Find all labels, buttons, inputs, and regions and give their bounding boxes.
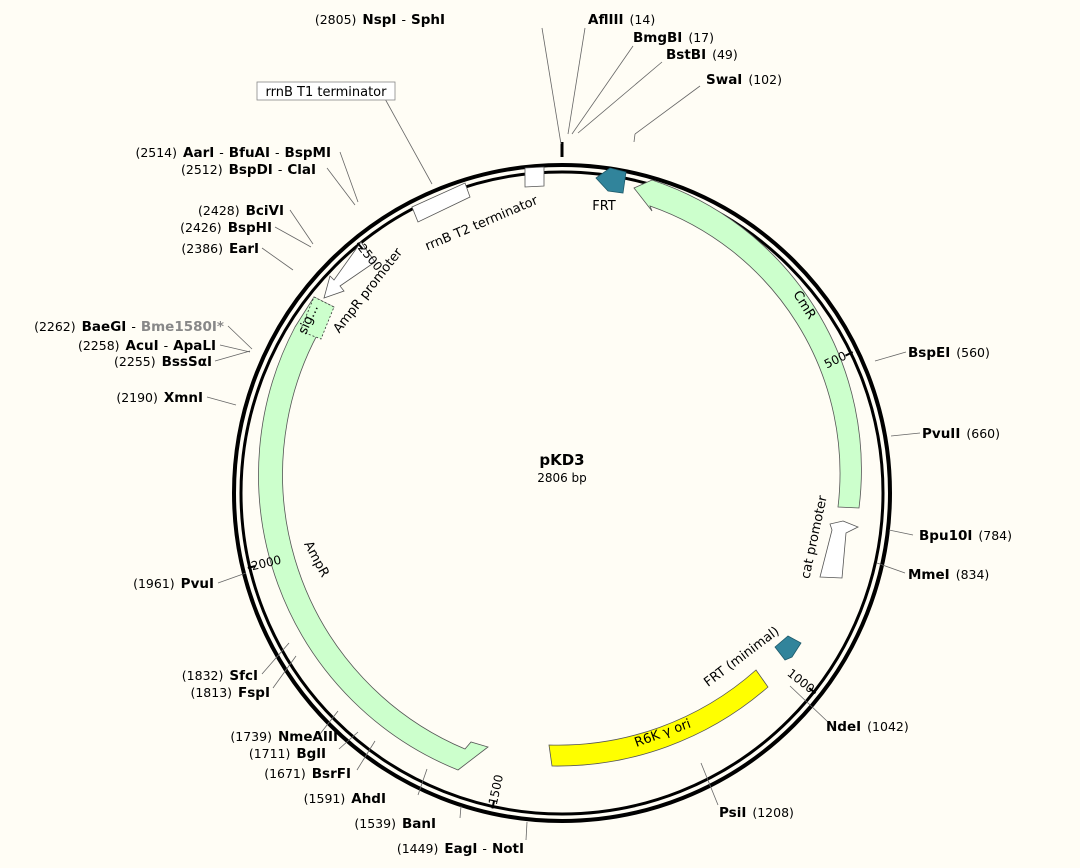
site-label-eari[interactable]: (2386)EarI <box>181 241 259 257</box>
site-label-eagi-noti[interactable]: (1449)EagI-NotI <box>397 841 524 857</box>
frt-minimal-feature <box>774 635 802 661</box>
tick-mark-500 <box>845 351 854 357</box>
site-label-sfci[interactable]: (1832)SfcI <box>182 668 258 684</box>
site-label-nspi-sphi[interactable]: (2805)NspI-SphI <box>315 12 445 28</box>
site-label-bani[interactable]: (1539)BanI <box>354 816 436 832</box>
frt-feature <box>595 167 627 194</box>
site-label-bgli[interactable]: (1711)BglI <box>249 746 326 762</box>
site-label-baegi-bme1580i[interactable]: (2262)BaeGI-Bme1580I* <box>34 319 224 335</box>
r6k-ori-feature[interactable] <box>548 669 769 767</box>
site-label-fspi[interactable]: (1813)FspI <box>190 685 270 701</box>
site-label-nmeaiii[interactable]: (1739)NmeAIII <box>230 729 338 745</box>
site-label-aari-bfuai-bspmi[interactable]: (2514)AarI-BfuAI-BspMI <box>135 145 331 161</box>
site-label-psii[interactable]: PsiI(1208) <box>719 805 794 821</box>
site-label-pvuii[interactable]: PvuII(660) <box>922 426 1000 442</box>
tick-mark-2500 <box>356 242 364 250</box>
rrnb-t2-terminator-feature[interactable] <box>524 166 545 188</box>
restriction-sites: (2805)NspI-SphI AflIII(14) BmgBI(17) Bst… <box>34 12 1012 857</box>
site-label-pvui[interactable]: (1961)PvuI <box>133 576 214 592</box>
site-label-ndei[interactable]: NdeI(1042) <box>826 719 909 735</box>
tick-mark-2000 <box>247 565 256 569</box>
tick-mark-1500 <box>491 800 496 809</box>
site-label-bstbi[interactable]: BstBI(49) <box>666 47 738 63</box>
ampr-promoter-feature[interactable] <box>323 241 376 299</box>
site-label-bsphi[interactable]: (2426)BspHI <box>180 220 272 236</box>
site-label-bspdi-clai[interactable]: (2512)BspDI-ClaI <box>181 162 316 178</box>
signal-sequence-feature[interactable] <box>299 296 335 340</box>
frt-label: FRT <box>592 199 616 214</box>
ampr-label: AmpR <box>300 539 331 580</box>
cmr-feature[interactable] <box>633 179 862 509</box>
plasmid-length: 2806 bp <box>537 471 587 485</box>
rrnb-t1-leader <box>383 96 433 185</box>
site-label-bspei[interactable]: BspEI(560) <box>908 345 990 361</box>
site-label-bsssai[interactable]: (2255)BssSαI <box>114 354 212 370</box>
plasmid-name: pKD3 <box>539 451 584 469</box>
backbone-outer-strand <box>232 163 892 823</box>
backbone-inner-strand <box>239 170 885 816</box>
rrnb-t1-terminator-label: rrnB T1 terminator <box>266 85 388 100</box>
site-label-bpu10i[interactable]: Bpu10I(784) <box>919 528 1012 544</box>
site-label-bsrfi[interactable]: (1671)BsrFI <box>264 766 351 782</box>
site-label-mmei[interactable]: MmeI(834) <box>908 567 989 583</box>
site-label-afliii[interactable]: AflIII(14) <box>588 12 655 28</box>
site-label-bcivi[interactable]: (2428)BciVI <box>198 203 284 219</box>
ampr-feature[interactable] <box>258 296 489 771</box>
site-label-acui-apali[interactable]: (2258)AcuI-ApaLI <box>78 338 216 354</box>
site-label-ahdi[interactable]: (1591)AhdI <box>304 791 386 807</box>
tick-label-2000: 2000 <box>250 553 283 574</box>
site-label-xmni[interactable]: (2190)XmnI <box>116 390 203 406</box>
site-label-bmgbi[interactable]: BmgBI(17) <box>633 30 714 46</box>
frt-minimal-label: FRT (minimal) <box>701 624 782 690</box>
tick-mark-1000 <box>808 687 817 694</box>
rrnb-t1-callout-box <box>256 81 396 101</box>
site-label-swai[interactable]: SwaI(102) <box>706 72 782 88</box>
tick-label-1500: 1500 <box>486 773 506 806</box>
cat-promoter-feature[interactable] <box>819 520 859 579</box>
rrnb-t1-terminator-feature[interactable] <box>411 182 471 223</box>
